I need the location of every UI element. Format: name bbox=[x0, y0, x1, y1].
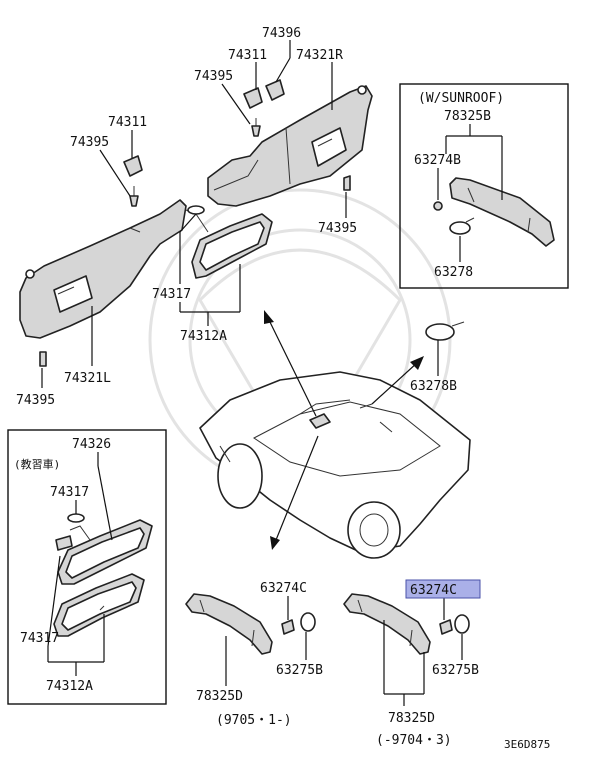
label-74311-left: 74311 bbox=[108, 115, 147, 130]
kyoshu-inset-frame bbox=[7, 429, 167, 705]
label-74326: 74326 bbox=[72, 437, 111, 452]
label-78325D-right: 78325D bbox=[388, 711, 435, 726]
label-74311-top: 74311 bbox=[228, 48, 267, 63]
label-74395-bottom: 74395 bbox=[16, 393, 55, 408]
label-74317-top: 74317 bbox=[152, 287, 191, 302]
label-sunroof-title: (W/SUNROOF) bbox=[418, 91, 504, 106]
label-74312A-top: 74312A bbox=[180, 329, 227, 344]
label-63278: 63278 bbox=[434, 265, 473, 280]
highlight-box-63274C bbox=[405, 579, 481, 599]
sunroof-inset-frame bbox=[399, 83, 569, 289]
assist-grip-left bbox=[185, 593, 316, 655]
car-outline bbox=[199, 371, 471, 559]
leader-lines bbox=[41, 40, 503, 706]
label-date-right: (-9704・3) bbox=[376, 733, 452, 748]
label-74396: 74396 bbox=[262, 26, 301, 41]
label-74317-inset-bottom: 74317 bbox=[20, 631, 59, 646]
label-63274C-left: 63274C bbox=[260, 581, 307, 596]
part-labels: 74396 74311 74321R 74395 74311 74395 743… bbox=[14, 26, 550, 751]
sun-visor-right bbox=[207, 85, 373, 207]
label-74321R: 74321R bbox=[296, 48, 343, 63]
label-78325B: 78325B bbox=[444, 109, 491, 124]
label-63278B: 63278B bbox=[410, 379, 457, 394]
label-74395-top: 74395 bbox=[194, 69, 233, 84]
label-74395-left: 74395 bbox=[70, 135, 109, 150]
label-kyoshu-title: (教習車) bbox=[14, 457, 60, 471]
sun-visor-left bbox=[19, 199, 187, 339]
cap-63278B bbox=[425, 321, 465, 341]
label-63275B-right: 63275B bbox=[432, 663, 479, 678]
assist-grip-right bbox=[343, 593, 470, 655]
inset-mirror-upper bbox=[55, 513, 153, 585]
label-74312A-inset: 74312A bbox=[46, 679, 93, 694]
inset-mirror-lower bbox=[53, 573, 145, 637]
callout-arrows bbox=[264, 310, 424, 550]
label-63274C-right: 63274C bbox=[410, 583, 457, 598]
sunroof-grip bbox=[433, 177, 555, 247]
label-63274B: 63274B bbox=[414, 153, 461, 168]
label-63275B-left: 63275B bbox=[276, 663, 323, 678]
rear-view-mirror-top bbox=[185, 205, 273, 279]
label-date-left: (9705・1-) bbox=[216, 713, 292, 728]
label-74317-inset-top: 74317 bbox=[50, 485, 89, 500]
label-78325D-left: 78325D bbox=[196, 689, 243, 704]
label-74321L: 74321L bbox=[64, 371, 111, 386]
diagram-code: 3E6D875 bbox=[504, 738, 550, 751]
visor-clips bbox=[39, 79, 351, 367]
label-74395-right: 74395 bbox=[318, 221, 357, 236]
